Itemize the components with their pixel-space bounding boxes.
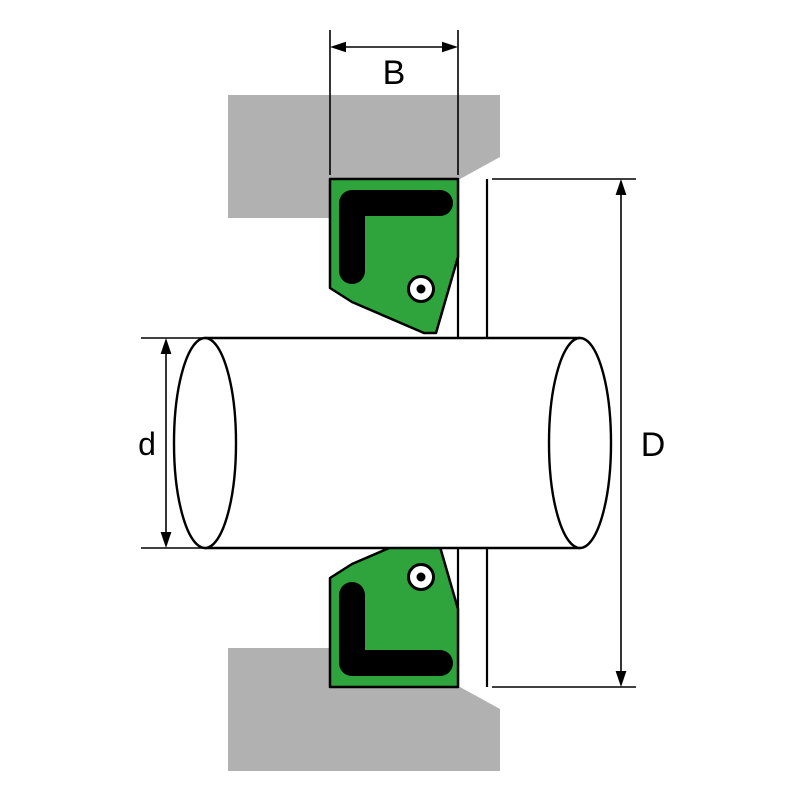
- dimension-b: B: [329, 30, 459, 175]
- lower-housing: [228, 648, 500, 771]
- shaft-body: [205, 338, 580, 548]
- outer-d-label: D: [641, 426, 666, 464]
- lower-seal: [330, 533, 458, 687]
- b-label: B: [383, 54, 406, 92]
- dimension-d: d: [138, 337, 204, 549]
- d-arrowhead-bottom: [160, 532, 172, 548]
- d-label: d: [138, 426, 156, 462]
- d-arrowhead-top: [160, 338, 172, 354]
- b-arrowhead-left: [330, 41, 346, 53]
- shaft-right-end: [547, 336, 613, 550]
- b-arrowhead-right: [442, 41, 458, 53]
- upper-seal: [330, 179, 458, 333]
- upper-housing: [228, 95, 500, 218]
- shaft: [172, 336, 613, 550]
- outer-d-arrowhead-top: [615, 179, 627, 195]
- shaft-left-end: [172, 336, 238, 550]
- dimension-outer-d: D: [492, 178, 666, 688]
- outer-d-arrowhead-bottom: [615, 671, 627, 687]
